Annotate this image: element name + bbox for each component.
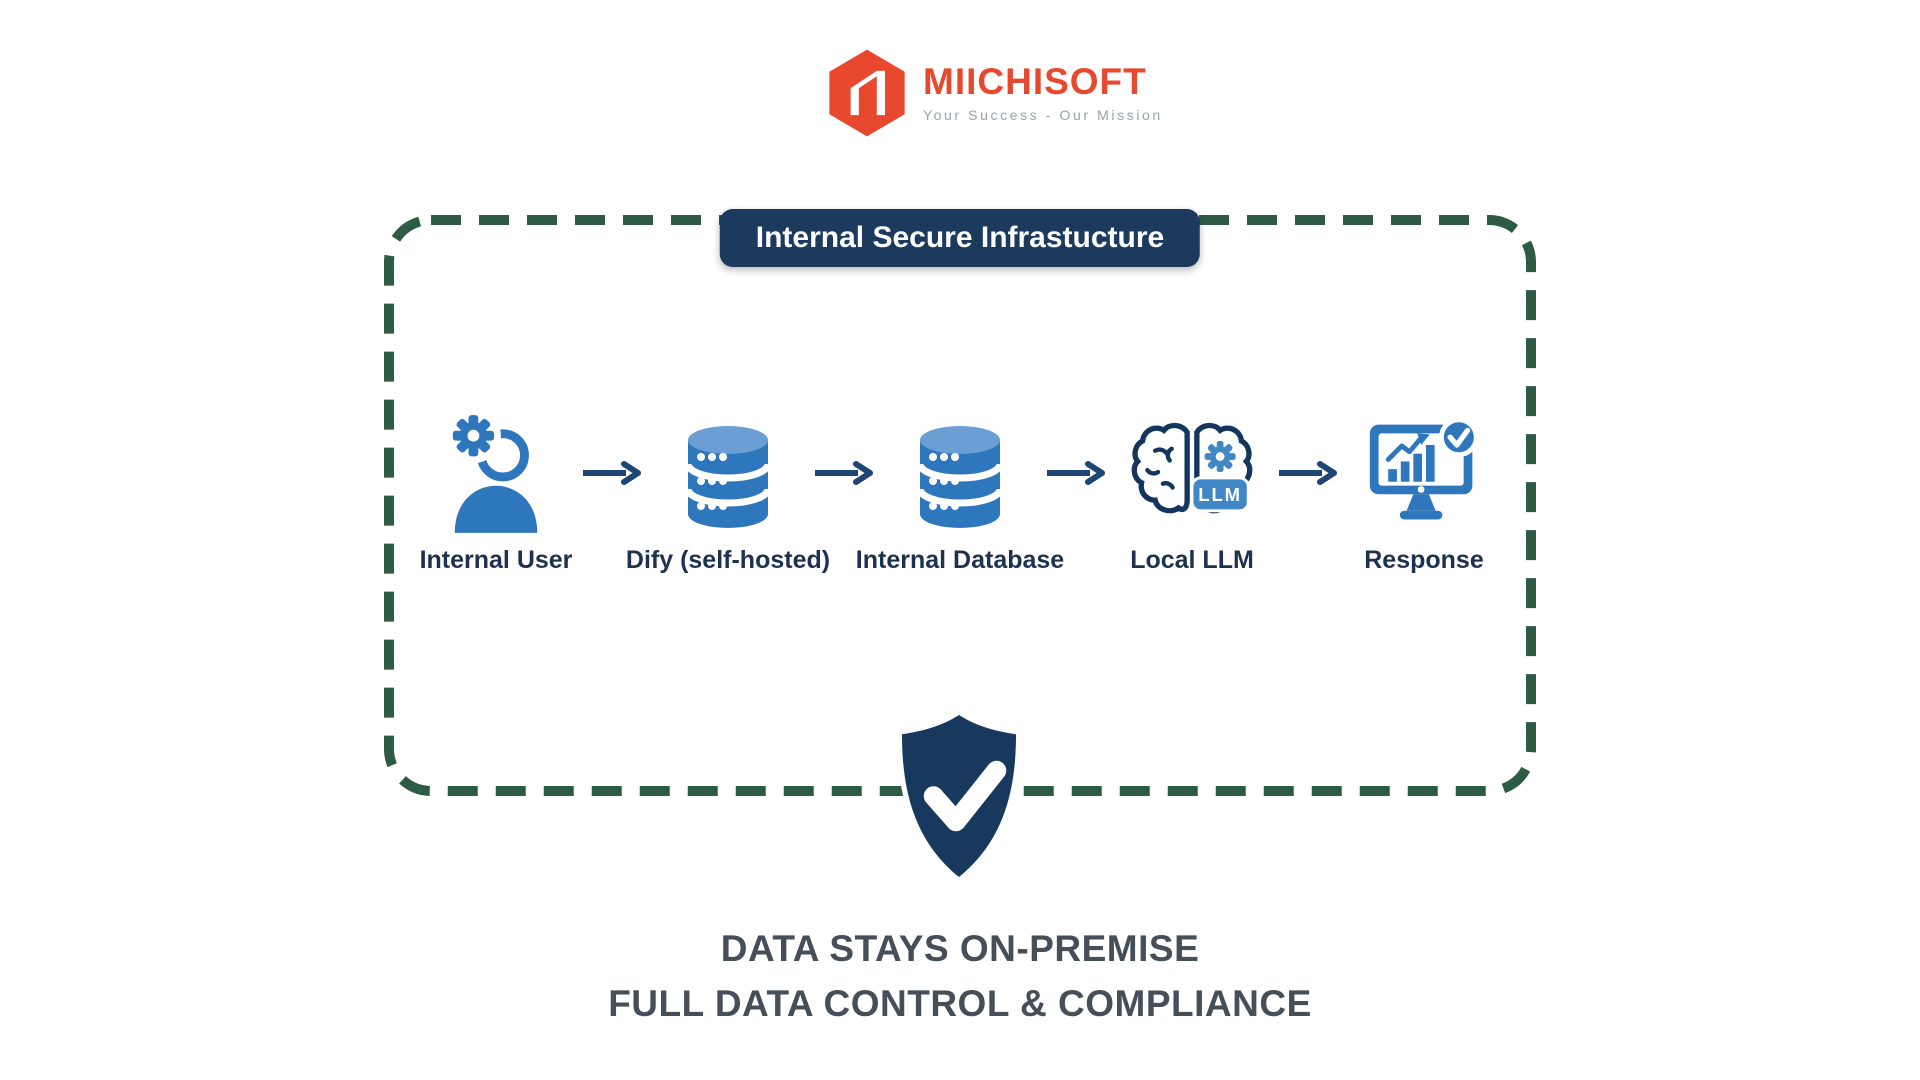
flow-node-dify: Dify (self-hosted) bbox=[626, 410, 830, 575]
brand-logo: MIICHISOFT Your Success - Our Mission bbox=[826, 48, 1163, 138]
node-label: Dify (self-hosted) bbox=[625, 546, 831, 574]
shield-check-icon bbox=[896, 710, 1022, 884]
brand-name: MIICHISOFT bbox=[923, 61, 1147, 103]
node-label: Internal User bbox=[419, 546, 573, 574]
brain-llm-icon: LLM bbox=[1131, 422, 1253, 514]
flow-node-internal-user: Internal User bbox=[412, 410, 580, 575]
footer-claims: DATA STAYS ON-PREMISE FULL DATA CONTROL … bbox=[0, 922, 1920, 1032]
user-gear-icon bbox=[445, 413, 538, 533]
brand-hexagon-icon bbox=[829, 49, 905, 137]
flow-arrow-icon bbox=[1047, 461, 1105, 485]
monitor-check-icon bbox=[1369, 417, 1479, 520]
database-icon bbox=[916, 426, 1004, 528]
footer-line-1: DATA STAYS ON-PREMISE bbox=[720, 928, 1200, 969]
flow-arrow-icon bbox=[815, 461, 873, 485]
brand-tagline: Your Success - Our Mission bbox=[923, 106, 1163, 123]
flow-arrow-icon bbox=[583, 461, 641, 485]
banner-title: Internal Secure Infrastucture bbox=[719, 209, 1201, 267]
flow-arrow-icon bbox=[1279, 461, 1337, 485]
flow-node-internal-database: Internal Database bbox=[856, 410, 1064, 575]
brand-text-block: MIICHISOFT Your Success - Our Mission bbox=[923, 61, 1163, 123]
node-label: Internal Database bbox=[855, 546, 1065, 574]
database-icon bbox=[684, 426, 772, 528]
llm-badge-label: LLM bbox=[1198, 484, 1242, 505]
flow-node-local-llm: LLM Local LLM bbox=[1108, 410, 1276, 575]
node-label: Response bbox=[1364, 546, 1484, 574]
node-label: Local LLM bbox=[1130, 546, 1254, 574]
flow-node-response: Response bbox=[1340, 410, 1508, 575]
secure-infrastructure-box: Internal Secure Infrastucture bbox=[384, 209, 1536, 796]
flow-row: Internal User bbox=[412, 410, 1508, 575]
footer-line-2: FULL DATA CONTROL & COMPLIANCE bbox=[608, 982, 1312, 1024]
